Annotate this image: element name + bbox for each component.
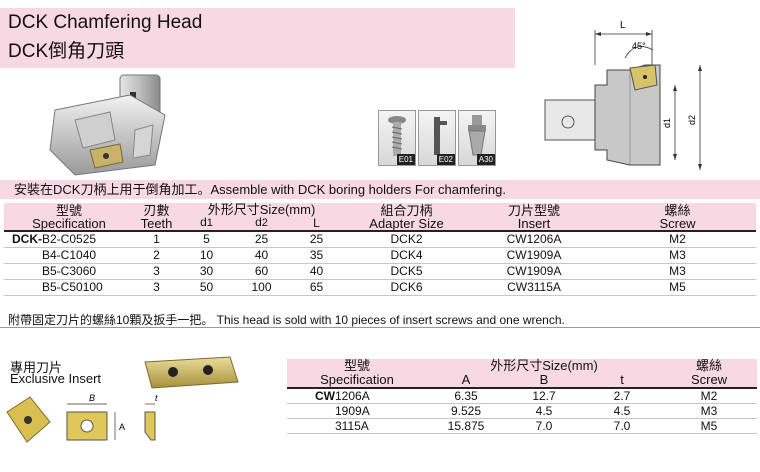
- col-size-header: 外形尺寸Size(mm): [179, 203, 344, 216]
- adapter-cell: DCK6: [344, 279, 469, 296]
- t-cell: 4.5: [583, 403, 661, 419]
- screw-cell: M3: [661, 403, 757, 419]
- B-cell: 4.5: [505, 403, 583, 419]
- arbor-thumbnail: A30: [458, 110, 496, 166]
- d1-cell: 5: [179, 230, 234, 248]
- d2-cell: 25: [234, 230, 289, 248]
- A-cell: 6.35: [427, 387, 505, 404]
- L-cell: 25: [289, 230, 344, 248]
- B-cell: 7.0: [505, 418, 583, 434]
- dim-A-label: A: [119, 422, 125, 432]
- adapter-cell: DCK4: [344, 247, 469, 264]
- B-cell: 12.7: [505, 387, 583, 404]
- spec-cell: B5-C3060: [4, 263, 134, 280]
- teeth-cell: 1: [134, 230, 179, 248]
- table-row: CW1206A 6.35 12.7 2.7 M2: [287, 387, 757, 404]
- col-L-header: L: [289, 216, 344, 231]
- divider: [0, 327, 760, 328]
- A-cell: 9.525: [427, 403, 505, 419]
- page-title: DCK Chamfering Head: [8, 12, 203, 33]
- insert-spec-cell: 3115A: [287, 418, 427, 434]
- d2-cell: 40: [234, 247, 289, 264]
- table-row: 1909A 9.525 4.5 4.5 M3: [287, 403, 757, 419]
- spec-cell: B5-C50100: [4, 279, 134, 296]
- accessory-label: E02: [436, 154, 455, 165]
- page-subtitle: DCK倒角刀頭: [8, 41, 125, 62]
- accessory-label: A30: [476, 154, 495, 165]
- table-row: DCK-B2-C0525 1 5 25 25 DCK2 CW1206A M2: [4, 230, 756, 248]
- table-row: 3115A 15.875 7.0 7.0 M5: [287, 418, 757, 434]
- screw-thumbnail: E01: [378, 110, 416, 166]
- table-row: B5-C3060 3 30 60 40 DCK5 CW1909A M3: [4, 263, 756, 280]
- spec-cell: DCK-B2-C0525: [4, 230, 134, 248]
- d2-cell: 60: [234, 263, 289, 280]
- d1-cell: 30: [179, 263, 234, 280]
- accessory-note: 附帶固定刀片的螺絲10顆及扳手一把。 This head is sold wit…: [8, 313, 565, 327]
- insert-title-zh: 專用刀片: [10, 360, 63, 375]
- screw-cell: M2: [661, 387, 757, 404]
- insert-col-A-header: A: [427, 373, 505, 388]
- chamfering-head-photo: [49, 74, 166, 176]
- L-cell: 35: [289, 247, 344, 264]
- teeth-cell: 2: [134, 247, 179, 264]
- screw-cell: M5: [599, 279, 756, 296]
- insert-photo: [144, 356, 239, 389]
- accessory-label: E01: [396, 154, 415, 165]
- spec-cell: B4-C1040: [4, 247, 134, 264]
- insert-cell: CW1909A: [469, 263, 599, 280]
- dim-t-label: t: [155, 393, 158, 403]
- screw-cell: M3: [599, 263, 756, 280]
- table-row: B4-C1040 2 10 40 35 DCK4 CW1909A M3: [4, 247, 756, 264]
- screw-cell: M3: [599, 247, 756, 264]
- insert-title-en: Exclusive Insert: [10, 371, 102, 386]
- screw-cell: M5: [661, 418, 757, 434]
- insert-cell: CW3115A: [469, 279, 599, 296]
- title-band: [0, 8, 515, 68]
- dim-B-label: B: [89, 393, 95, 403]
- adapter-cell: DCK5: [344, 263, 469, 280]
- d2-cell: 100: [234, 279, 289, 296]
- t-cell: 7.0: [583, 418, 661, 434]
- d1-cell: 10: [179, 247, 234, 264]
- insert-dimension-drawings: B A t: [6, 393, 158, 443]
- teeth-cell: 3: [134, 279, 179, 296]
- table-row: B5-C50100 3 50 100 65 DCK6 CW3115A M5: [4, 279, 756, 296]
- dim-L-label: L: [620, 20, 626, 31]
- insert-col-t-header: t: [583, 373, 661, 388]
- dim-d1-label: d1: [662, 118, 672, 128]
- col-d1-header: d1: [179, 216, 234, 231]
- col-d2-header: d2: [234, 216, 289, 231]
- insert-spec-cell: 1909A: [287, 403, 427, 419]
- teeth-cell: 3: [134, 263, 179, 280]
- adapter-cell: DCK2: [344, 230, 469, 248]
- insert-col-B-header: B: [505, 373, 583, 388]
- screw-icon: [388, 116, 406, 156]
- A-cell: 15.875: [427, 418, 505, 434]
- insert-spec-cell: CW1206A: [287, 387, 427, 404]
- insert-col-size-header: 外形尺寸Size(mm): [427, 359, 661, 373]
- description-line: 安裝在DCK刀柄上用于倒角加工。Assemble with DCK boring…: [0, 180, 760, 199]
- dimension-drawing: L 45° d1 d2: [544, 20, 702, 170]
- insert-cell: CW1206A: [469, 230, 599, 248]
- wrench-thumbnail: E02: [418, 110, 456, 166]
- L-cell: 40: [289, 263, 344, 280]
- L-cell: 65: [289, 279, 344, 296]
- t-cell: 2.7: [583, 387, 661, 404]
- insert-cell: CW1909A: [469, 247, 599, 264]
- dim-angle-label: 45°: [632, 41, 646, 51]
- d1-cell: 50: [179, 279, 234, 296]
- screw-cell: M2: [599, 230, 756, 248]
- dim-d2-label: d2: [687, 115, 697, 125]
- wrench-icon: [434, 117, 447, 155]
